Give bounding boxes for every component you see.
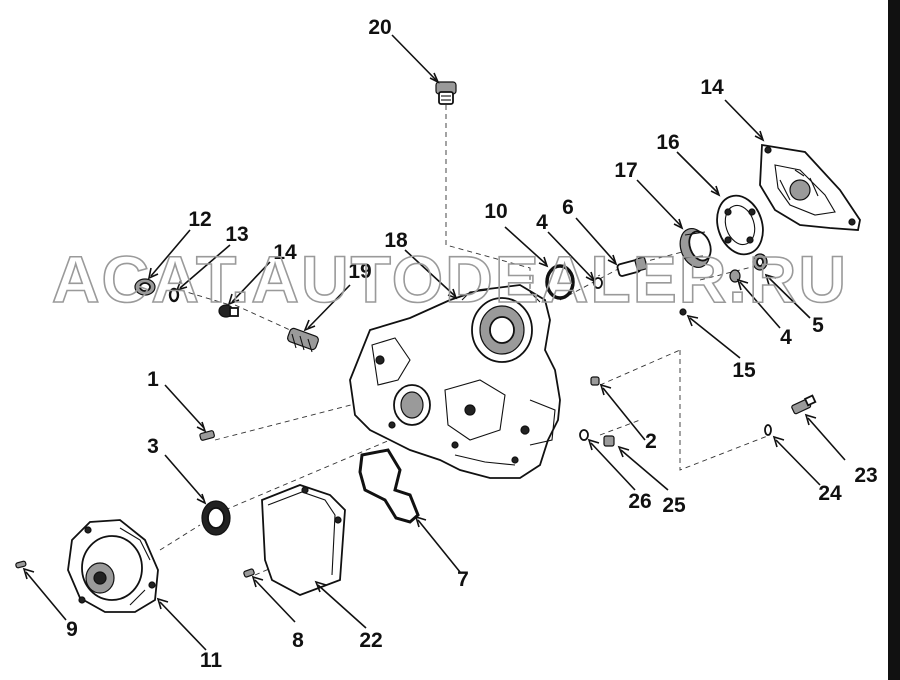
leader-lines (22, 34, 846, 651)
callout-6: 6 (562, 196, 574, 219)
part-25-plug (603, 435, 615, 447)
callout-17: 16 (656, 131, 679, 154)
callout-11: 11 (200, 649, 223, 672)
part-9-screw (15, 560, 27, 569)
part-8-screw (243, 568, 255, 578)
part-6-fitting (616, 256, 648, 277)
part-5-plug (752, 253, 768, 271)
part-2-plug (590, 376, 600, 386)
part-22-cooler (261, 484, 346, 596)
callout-8: 8 (292, 629, 304, 652)
callout-20: 19 (348, 260, 371, 283)
callout-4-right: 4 (780, 326, 792, 349)
callout-25: 25 (662, 494, 686, 517)
callout-2: 2 (645, 430, 657, 453)
callout-13: 13 (225, 223, 248, 246)
callout-18: 17 (614, 159, 637, 182)
callout-12: 12 (188, 208, 211, 231)
callout-10: 10 (484, 200, 507, 223)
callout-26: 26 (628, 490, 651, 513)
part-20-valve (287, 327, 319, 353)
callout-15: 14 (700, 76, 724, 99)
callout-16: 15 (732, 359, 756, 382)
callout-21: 20 (368, 16, 391, 39)
watermark-text: ACAT.AUTODEALER.RU (52, 242, 848, 316)
part-10-o-ring (545, 264, 575, 300)
callout-1: 1 (147, 368, 159, 391)
part-14-plug (218, 304, 239, 318)
part-24-washer (764, 424, 772, 436)
part-18-bearing (679, 228, 712, 268)
part-23-sensor (791, 394, 817, 415)
part-16-pin (679, 308, 687, 316)
part-21-plug (435, 81, 457, 105)
part-17-ring (716, 194, 764, 256)
part-4-washer-b (729, 269, 741, 283)
callout-19: 18 (384, 229, 408, 252)
callout-14: 14 (273, 241, 297, 264)
part-26-washer (579, 429, 589, 441)
callout-7: 7 (457, 568, 469, 591)
page-edge-bar (888, 0, 900, 680)
part-12-plug (134, 278, 156, 296)
part-13-o-ring (168, 287, 180, 303)
part-1-bolt (199, 430, 215, 441)
part-19-housing (349, 284, 561, 479)
callout-23: 23 (854, 464, 877, 487)
part-11-pump (67, 519, 159, 613)
callout-5: 5 (812, 314, 824, 337)
part-4-washer-a (593, 277, 603, 289)
callout-4-upper: 4 (536, 211, 548, 234)
callout-24: 24 (818, 482, 842, 505)
callout-3: 3 (147, 435, 159, 458)
callout-9: 9 (66, 618, 78, 641)
part-7-gasket (358, 448, 420, 524)
part-3-seal (201, 500, 231, 536)
callout-labels: 20 14 16 17 6 4 10 18 12 13 14 19 5 4 15… (66, 16, 878, 672)
callout-22: 22 (359, 629, 382, 652)
part-15-cover (759, 143, 861, 231)
